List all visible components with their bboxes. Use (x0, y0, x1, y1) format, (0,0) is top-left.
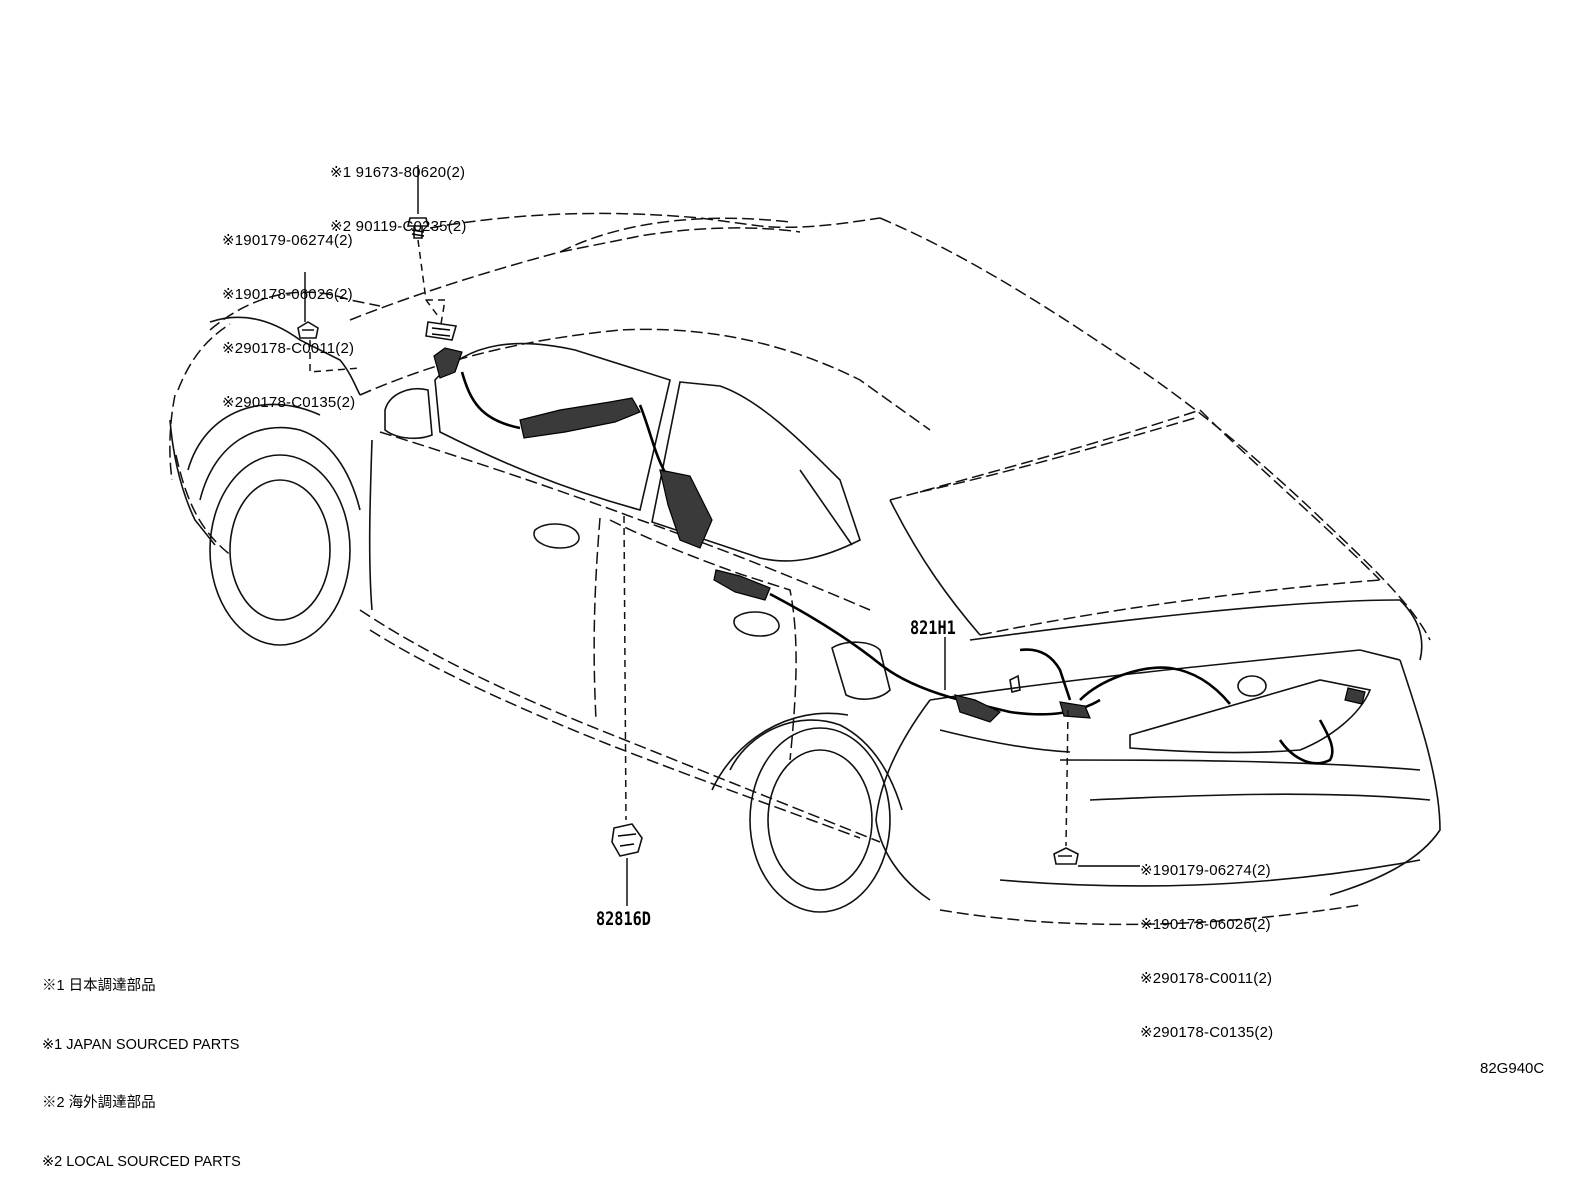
sourcing-notes: ※1 日本調達部品 ※1 JAPAN SOURCED PARTS ※2 海外調達… (42, 938, 241, 1192)
harness-part-label: 821H1 (910, 617, 956, 639)
note-line: ※2 LOCAL SOURCED PARTS (42, 1153, 241, 1170)
car-body-outline (169, 212, 1441, 926)
part-number: ※190178-06026(2) (222, 286, 353, 303)
rear-clip-label: ※190179-06274(2) ※190178-06026(2) ※29017… (1140, 826, 1273, 1060)
part-number: ※190179-06274(2) (1140, 862, 1271, 879)
part-number: ※190179-06274(2) (222, 232, 353, 249)
leader-lines (304, 165, 1140, 906)
note-line: ※1 JAPAN SOURCED PARTS (42, 1036, 240, 1053)
front-clip-label: ※190179-06274(2) ※190178-06026(2) ※29017… (222, 196, 355, 430)
clip-nut-icon (1053, 847, 1079, 865)
harness-clamp-icon (611, 823, 643, 857)
part-number: ※290178-C0011(2) (222, 340, 355, 357)
part-number: ※290178-C0011(2) (1140, 970, 1273, 987)
part-number: ※2 90119-C0235(2) (330, 218, 467, 235)
part-number: ※290178-C0135(2) (222, 394, 356, 411)
top-bolt-label: ※1 91673-80620(2) ※2 90119-C0235(2) (330, 128, 467, 254)
wire-harness (433, 347, 1366, 765)
bolt-icon (406, 217, 430, 239)
note-line: ※1 日本調達部品 (42, 978, 156, 994)
part-number: ※190178-06026(2) (1140, 916, 1271, 933)
fasteners (297, 217, 1079, 865)
part-number: ※1 91673-80620(2) (330, 164, 466, 181)
wiring-harness-diagram (169, 165, 1441, 926)
note-line: ※2 海外調達部品 (42, 1095, 156, 1111)
part-number: ※290178-C0135(2) (1140, 1024, 1274, 1041)
clip-nut-icon (297, 321, 319, 339)
diagram-code: 82G940C (1480, 1060, 1545, 1077)
clip-part-label: 82816D (596, 908, 651, 930)
